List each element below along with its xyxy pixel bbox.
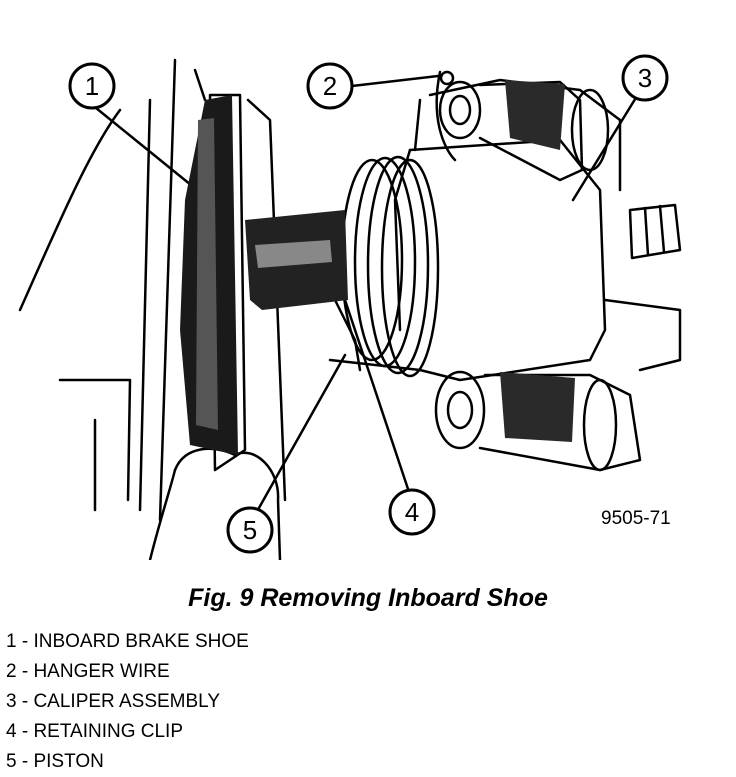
rotor-edge <box>246 98 287 502</box>
piston-ring <box>366 155 430 375</box>
piston-ring <box>380 158 440 378</box>
legend-item: 4 - RETAINING CLIP <box>6 721 184 742</box>
hanger-wire <box>435 70 457 162</box>
guide-pin-upper <box>438 80 482 140</box>
guide-pin-upper <box>478 80 584 182</box>
guide-pin-upper <box>570 88 610 172</box>
callout-4-label: 4 <box>405 497 419 527</box>
boot-upper <box>505 80 565 150</box>
bleeder-screw <box>643 204 666 257</box>
callout-2: 2 <box>306 62 354 110</box>
legend-item: 2 - HANGER WIRE <box>6 661 170 682</box>
callout-3: 3 <box>621 54 669 102</box>
caliper-body <box>413 98 422 152</box>
guide-pin-lower <box>478 373 642 472</box>
caliper-mount <box>603 298 682 372</box>
callout-5: 5 <box>226 506 274 554</box>
hanger-wire-loop <box>439 70 455 86</box>
callout-2-label: 2 <box>323 71 337 101</box>
figure-caption: Fig. 9 Removing Inboard Shoe <box>188 584 548 612</box>
frame-line <box>138 98 152 512</box>
frame-line <box>193 68 207 102</box>
callout-1: 1 <box>68 62 116 110</box>
callout-3-label: 3 <box>638 63 652 93</box>
leader-line-5 <box>253 353 347 517</box>
frame-line <box>158 58 177 522</box>
caliper-body <box>428 78 622 192</box>
legend-item: 5 - PISTON <box>6 751 104 772</box>
legend-item: 1 - INBOARD BRAKE SHOE <box>6 631 249 652</box>
guide-pin-lower <box>582 378 618 472</box>
legend-list: 1 - INBOARD BRAKE SHOE 2 - HANGER WIRE 3… <box>6 627 249 777</box>
bleeder-screw <box>628 203 682 260</box>
retaining-clip-highlight <box>255 240 332 268</box>
inboard-brake-shoe-stripe <box>196 118 218 430</box>
guide-pin-lower <box>446 390 474 430</box>
callout-5-label: 5 <box>243 515 257 545</box>
leader-line-4 <box>343 298 412 497</box>
piston-ring <box>353 156 417 368</box>
frame-line <box>58 378 132 502</box>
callout-4: 4 <box>388 488 436 536</box>
guide-pin-lower <box>434 370 486 450</box>
leader-line-3 <box>571 94 639 202</box>
leader-line-2 <box>350 74 440 88</box>
hand-outline <box>148 468 177 560</box>
retaining-clip <box>333 298 362 372</box>
guide-pin-upper <box>448 94 472 126</box>
hand-outline <box>173 447 282 560</box>
caliper-body <box>328 138 607 382</box>
legend-item: 3 - CALIPER ASSEMBLY <box>6 691 221 712</box>
brake-caliper-illustration: 1 2 3 4 5 <box>18 54 682 560</box>
callout-1-label: 1 <box>85 71 99 101</box>
boot-lower <box>500 372 575 442</box>
frame-line <box>18 108 122 312</box>
figure-id: 9505-71 <box>601 508 671 529</box>
